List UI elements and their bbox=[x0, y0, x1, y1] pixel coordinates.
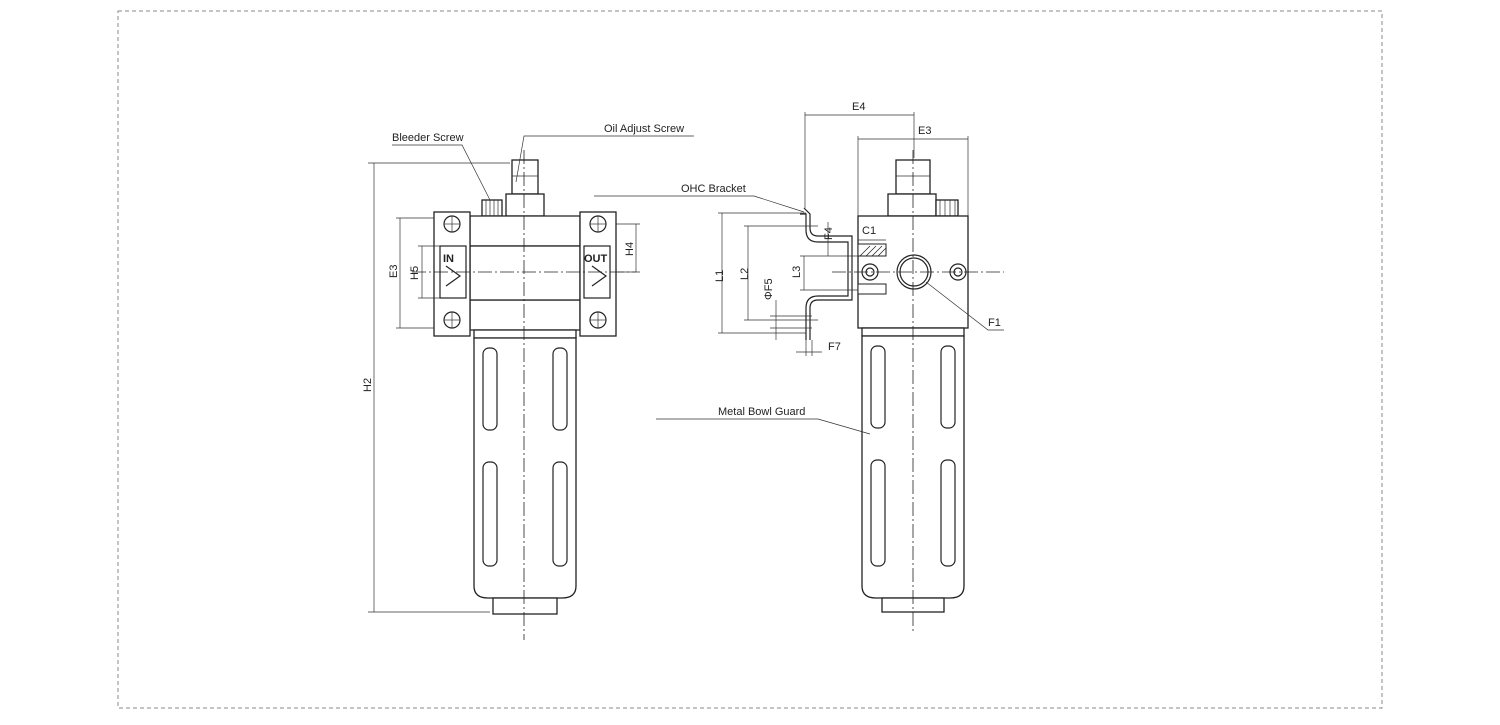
front-view: IN OUT H2 E3 H5 H4 Ble bbox=[362, 123, 694, 640]
side-view: E4 E3 C1 F1 F4 L1 L2 L3 ΦF5 bbox=[594, 101, 1004, 632]
out-label: OUT bbox=[584, 253, 608, 265]
callout-oil-adjust-screw: Oil Adjust Screw bbox=[604, 123, 684, 135]
callout-ohc-bracket: OHC Bracket bbox=[681, 183, 746, 195]
in-label: IN bbox=[443, 253, 454, 265]
dim-c1: C1 bbox=[862, 225, 876, 237]
dim-l3: L3 bbox=[791, 266, 803, 278]
dim-l2: L2 bbox=[739, 268, 751, 280]
dim-f4: F4 bbox=[823, 227, 835, 240]
ohc-bracket bbox=[803, 207, 853, 340]
dim-e3-side: E3 bbox=[918, 125, 931, 137]
mount-hole bbox=[443, 215, 607, 329]
bleeder-screw bbox=[481, 199, 503, 217]
bowl bbox=[473, 337, 577, 599]
dim-h2: H2 bbox=[362, 378, 374, 392]
dim-phi-f5: ΦF5 bbox=[763, 278, 775, 300]
dim-l1: L1 bbox=[714, 270, 726, 282]
dashed-border bbox=[117, 10, 1383, 709]
in-arrow-icon bbox=[445, 265, 462, 287]
drain bbox=[492, 597, 558, 615]
dim-f7: F7 bbox=[828, 341, 841, 353]
dim-h5: H5 bbox=[409, 266, 421, 280]
dim-f1: F1 bbox=[988, 317, 1001, 329]
body-bottom bbox=[469, 299, 581, 331]
oil-adjust-screw bbox=[511, 159, 539, 195]
dim-h4: H4 bbox=[624, 242, 636, 256]
dim-e4: E4 bbox=[852, 101, 865, 113]
body-top bbox=[469, 215, 581, 247]
dim-e3-front: E3 bbox=[388, 265, 400, 278]
callout-metal-bowl-guard: Metal Bowl Guard bbox=[718, 406, 805, 418]
callout-bleeder-screw: Bleeder Screw bbox=[392, 132, 464, 144]
out-arrow-icon bbox=[591, 265, 608, 287]
